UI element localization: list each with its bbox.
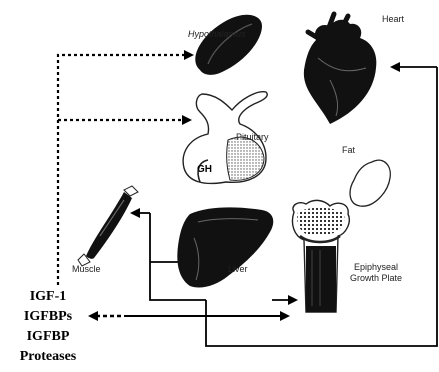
epiphyseal-label-line2: Growth Plate: [350, 273, 402, 283]
heart-organ: [304, 14, 377, 124]
hypothalamus-organ: [195, 15, 262, 75]
feedback-arrow-hypothalamus: [58, 55, 186, 285]
igf-exchange-arrow: [88, 311, 290, 321]
arrowhead-growthplate: [288, 295, 298, 305]
factor-list: IGF-1 IGFBPs IGFBP Proteases: [20, 289, 77, 364]
factor-igfbp: IGFBP: [27, 329, 70, 344]
fat-organ: [350, 160, 390, 206]
arrowhead-hypothalamus: [184, 50, 194, 60]
factor-igfbps: IGFBPs: [24, 309, 73, 324]
muscle-label: Muscle: [72, 264, 101, 274]
arrowhead-heart: [390, 62, 400, 72]
fat-label: Fat: [342, 145, 356, 155]
liver-organ: [177, 207, 273, 287]
feedback-arrows: [58, 55, 186, 285]
hypothalamus-label: Hypothalamus: [188, 29, 246, 39]
muscle-organ: [78, 186, 138, 266]
liver-label: Liver: [228, 264, 248, 274]
heart-label: Heart: [382, 14, 405, 24]
factor-igf1: IGF-1: [30, 289, 67, 304]
epiphyseal-label-line1: Epiphyseal: [354, 262, 398, 272]
arrowhead-pituitary: [182, 115, 192, 125]
factor-proteases: Proteases: [20, 349, 77, 364]
line-muscle-branch: [150, 213, 165, 300]
pituitary-label: Pituitary: [236, 132, 269, 142]
growth-plate-organ: [292, 200, 349, 312]
gh-label: GH: [197, 164, 212, 175]
arrowhead-muscle: [130, 208, 140, 218]
